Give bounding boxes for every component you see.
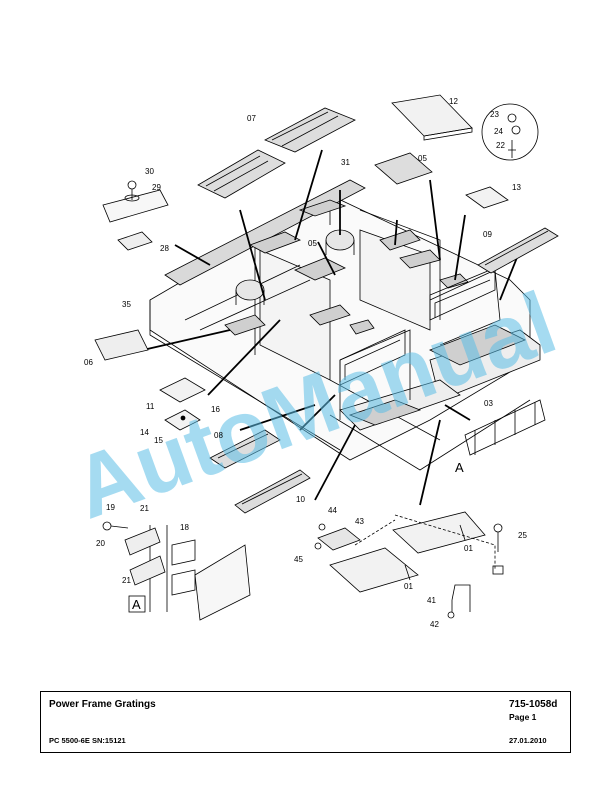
callout-21: 21 bbox=[122, 576, 131, 585]
callout-labels: 01 01 03 05 05 06 07 08 09 10 11 12 13 1… bbox=[84, 97, 527, 629]
callout-01: 01 bbox=[464, 544, 473, 553]
callout-22: 22 bbox=[496, 141, 505, 150]
reference-marks: A A bbox=[128, 460, 464, 613]
page-title: Power Frame Gratings bbox=[49, 699, 156, 710]
callout-08: 08 bbox=[214, 431, 223, 440]
callout-06: 06 bbox=[84, 358, 93, 367]
callout-15: 15 bbox=[154, 436, 163, 445]
part-41-ubolt bbox=[447, 584, 471, 619]
part-25-bolt bbox=[492, 523, 504, 575]
callout-29: 29 bbox=[152, 183, 161, 192]
part-07-gratings bbox=[197, 107, 356, 199]
title-block: Power Frame Gratings 715-1058d Page 1 PC… bbox=[40, 691, 571, 753]
part-09-grating bbox=[477, 227, 559, 274]
callout-23: 23 bbox=[490, 110, 499, 119]
grating-positions bbox=[224, 199, 526, 426]
detail-28-30 bbox=[102, 180, 169, 251]
part-03-railing bbox=[464, 399, 546, 456]
callout-14: 14 bbox=[140, 428, 149, 437]
detail-a-mounting bbox=[102, 521, 251, 621]
part-12-grating bbox=[391, 94, 473, 141]
callout-43: 43 bbox=[355, 517, 364, 526]
callout-35: 35 bbox=[122, 300, 131, 309]
callout-12: 12 bbox=[449, 97, 458, 106]
callout-09: 09 bbox=[483, 230, 492, 239]
callout-18: 18 bbox=[180, 523, 189, 532]
callout-42: 42 bbox=[430, 620, 439, 629]
part-43-hinge bbox=[314, 523, 361, 551]
frame-guard-rails bbox=[339, 267, 496, 386]
reference-mark-a-detail: A bbox=[132, 597, 141, 612]
callout-07: 07 bbox=[247, 114, 256, 123]
callout-11: 11 bbox=[146, 402, 155, 411]
callout-31: 31 bbox=[341, 158, 350, 167]
callout-13: 13 bbox=[512, 183, 521, 192]
leader-lines bbox=[142, 149, 521, 506]
callout-01: 01 bbox=[404, 582, 413, 591]
callout-21: 21 bbox=[140, 504, 149, 513]
page-number: Page 1 bbox=[509, 712, 537, 722]
callout-19: 19 bbox=[106, 503, 115, 512]
callout-25: 25 bbox=[518, 531, 527, 540]
document-date: 27.01.2010 bbox=[509, 736, 547, 745]
part-11-plate bbox=[159, 377, 206, 431]
part-01-plates bbox=[329, 511, 496, 593]
parts-drawing: AutoManual 01 01 03 05 05 06 07 08 09 10… bbox=[61, 94, 568, 629]
callout-45: 45 bbox=[294, 555, 303, 564]
part-05-grating-upper bbox=[374, 152, 433, 185]
callout-20: 20 bbox=[96, 539, 105, 548]
callout-05: 05 bbox=[418, 154, 427, 163]
callout-44: 44 bbox=[328, 506, 337, 515]
part-13-grating bbox=[465, 186, 509, 209]
detail-circle-22-24 bbox=[481, 103, 539, 161]
callout-03: 03 bbox=[484, 399, 493, 408]
callout-24: 24 bbox=[494, 127, 503, 136]
callout-41: 41 bbox=[427, 596, 436, 605]
callout-05: 05 bbox=[308, 239, 317, 248]
callout-28: 28 bbox=[160, 244, 169, 253]
part-10-grating bbox=[234, 469, 311, 514]
callout-16: 16 bbox=[211, 405, 220, 414]
callout-30: 30 bbox=[145, 167, 154, 176]
callout-10: 10 bbox=[296, 495, 305, 504]
part-08-grating bbox=[209, 429, 281, 469]
reference-mark-a-box bbox=[128, 595, 146, 613]
document-number: 715-1058d bbox=[509, 699, 558, 710]
reference-mark-a: A bbox=[455, 460, 464, 475]
part-06-grating bbox=[94, 329, 149, 361]
machine-model: PC 5500-6E SN:15121 bbox=[49, 736, 126, 745]
